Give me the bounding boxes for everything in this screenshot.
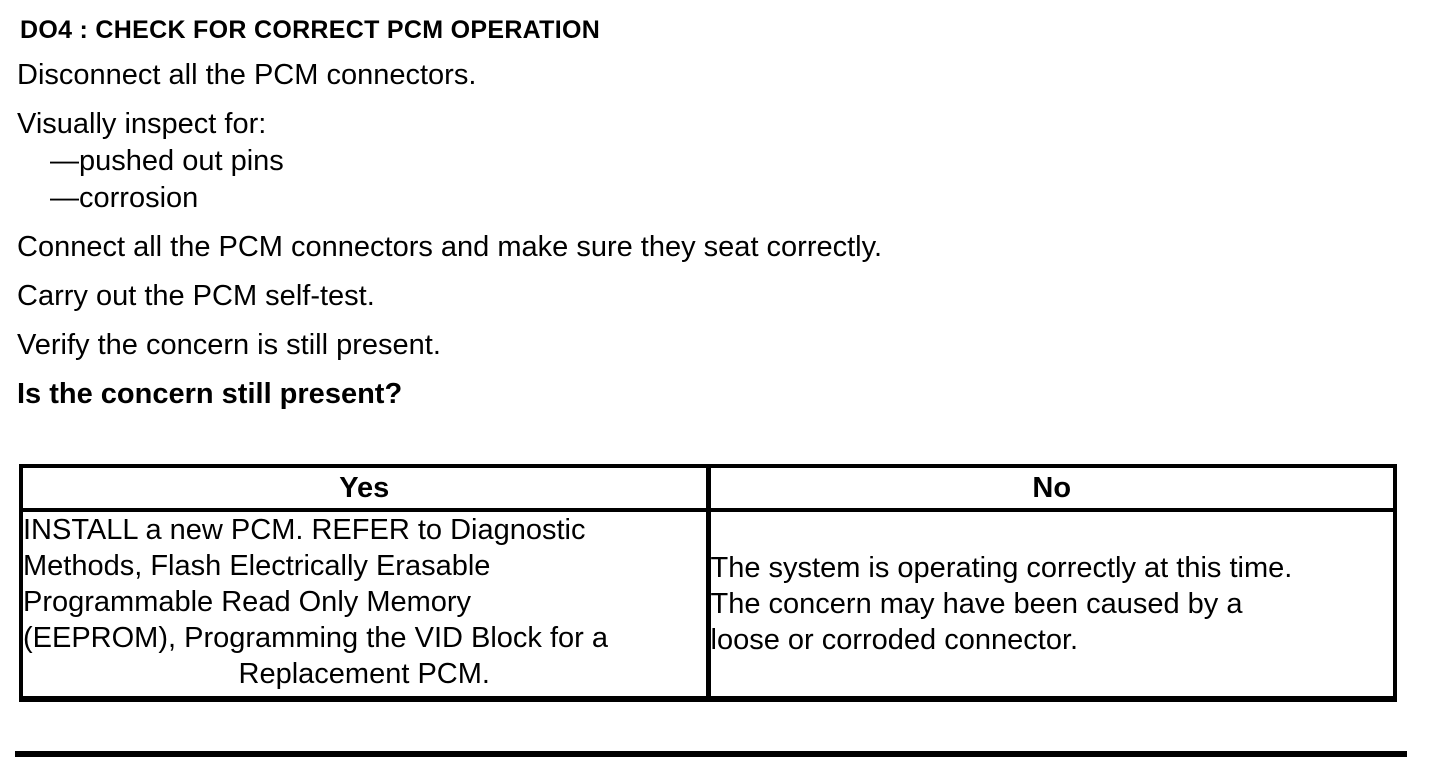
decision-table-header-no: No [705,466,1395,512]
instruction-verify: Verify the concern is still present. [17,329,441,361]
decision-table-result-row: INSTALL a new PCM. REFER to Diagnostic M… [21,510,1395,699]
inspect-item-pushed-out-pins: —pushed out pins [50,145,284,177]
instruction-connect: Connect all the PCM connectors and make … [17,231,883,263]
instruction-disconnect: Disconnect all the PCM connectors. [17,59,477,91]
inspect-item-corrosion: —corrosion [50,182,199,214]
no-action-line: The concern may have been caused by a [710,588,1243,620]
instruction-selftest: Carry out the PCM self-test. [17,280,375,312]
no-action-line: loose or corroded connector. [710,624,1079,656]
yes-action-line: Replacement PCM. [238,658,490,690]
decision-table-yes-action: INSTALL a new PCM. REFER to Diagnostic M… [21,510,708,699]
no-action-line: The system is operating correctly at thi… [710,552,1293,584]
decision-table-no-action: The system is operating correctly at thi… [705,510,1395,699]
yes-action-line: Programmable Read Only Memory [23,586,472,618]
decision-question: Is the concern still present? [17,378,403,410]
step-title: DO4 : CHECK FOR CORRECT PCM OPERATION [20,16,601,44]
decision-table: Yes No INSTALL a new PCM. REFER to Diagn… [19,464,1397,702]
decision-table-header-row: Yes No [21,466,1395,512]
bottom-rule [15,751,1407,757]
yes-action-line: INSTALL a new PCM. REFER to Diagnostic [23,514,586,546]
decision-table-header-yes: Yes [21,466,708,512]
yes-action-line: (EEPROM), Programming the VID Block for … [23,622,608,654]
instruction-inspect: Visually inspect for: [17,108,267,140]
yes-action-line: Methods, Flash Electrically Erasable [23,550,491,582]
